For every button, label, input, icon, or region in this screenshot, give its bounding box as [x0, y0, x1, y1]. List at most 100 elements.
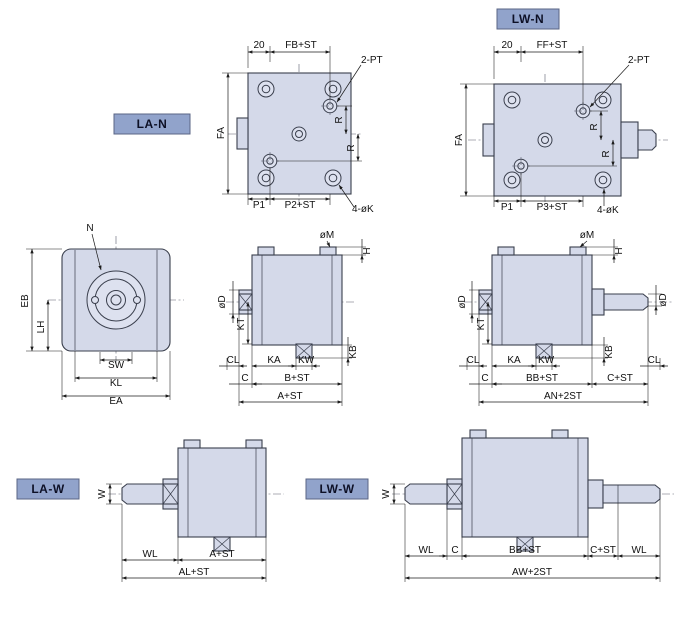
lw-w-port-boss-left [469, 429, 487, 439]
leader-la-n-2pt: 2-PT [336, 55, 383, 103]
dim-la-side-kb: KB [312, 337, 359, 366]
lw-w-right-rod [602, 484, 661, 504]
leader-lw-n-2pt: 2-PT [589, 55, 650, 108]
lw-n-rod [637, 129, 657, 151]
dim-lw-n-r: R R [528, 110, 617, 167]
dim-label-c-st: C+ST [607, 373, 633, 384]
dim-label-w: W [381, 489, 392, 499]
dim-la-w-bottom: WL A+ST AL+ST [121, 504, 267, 582]
dim-label-kw: KW [298, 355, 315, 366]
dim-label-kl: KL [110, 378, 123, 389]
dim-label-h: H [614, 247, 625, 254]
badge-la-w-label: LA-W [31, 482, 64, 496]
dim-label-w: W [97, 489, 108, 499]
leader-label-n: N [86, 223, 93, 234]
dim-la-n-bottom: P1 P2+ST [247, 168, 331, 211]
dim-lw-n-bottom: P1 P3+ST [493, 173, 584, 213]
dim-label-bb-st: BB+ST [526, 373, 558, 384]
dim-la-n-r: R R [277, 105, 362, 162]
dim-label-aw-2st: AW+2ST [512, 567, 552, 578]
lw-side-rod-flats-box [478, 293, 493, 311]
leader-la-side-om: øM [320, 230, 334, 248]
dim-label-c: C [481, 373, 488, 384]
dim-lw-side-od-right: øD [648, 285, 669, 315]
la-side-port-boss-left [257, 246, 275, 256]
dim-label-c: C [241, 373, 248, 384]
dim-label-od-left: øD [457, 295, 468, 308]
lw-side-port-boss-right [569, 246, 587, 256]
dim-label-al-st: AL+ST [179, 567, 210, 578]
view-la-side-section: øM H øD KT CL KA KW [217, 230, 373, 406]
lw-n-bolt-holes [503, 91, 612, 189]
la-w-bottom-boss-box [213, 536, 231, 552]
dim-label-h: H [362, 247, 373, 254]
la-side-rod-flats-box [238, 293, 253, 311]
dim-label-wl: WL [143, 549, 158, 560]
dim-label-kb: KB [348, 345, 359, 359]
dim-front-lh: LH [36, 299, 50, 352]
lw-w-body [461, 437, 589, 538]
lw-side-port-boss-left [497, 246, 515, 256]
lw-side-body [491, 254, 593, 346]
la-w-rod-flats-box [162, 483, 179, 505]
lw-n-rod-boss [620, 121, 639, 159]
view-la-w-side: W WL A+ST AL+ST [97, 439, 284, 582]
dim-la-n-fa: FA [216, 72, 248, 195]
dim-label-kt: KT [236, 318, 247, 331]
dim-label-r2: R [346, 144, 357, 151]
lw-n-port-holes [512, 102, 592, 175]
dim-label-ff-st: FF+ST [537, 40, 568, 51]
dim-label-r1: R [334, 116, 345, 123]
dim-la-side-bottom-rows: CL KA KW C B+ST A+ST [219, 314, 343, 406]
dim-lw-side-h: H [586, 239, 625, 263]
dim-la-side-od: øD [217, 281, 239, 323]
lw-side-rod [603, 293, 649, 311]
dim-label-p3-st: P3+ST [537, 202, 568, 213]
dim-label-fa: FA [454, 134, 465, 147]
leader-label-2pt: 2-PT [361, 55, 383, 66]
dim-label-wl-right: WL [632, 545, 647, 556]
dim-label-om: øM [580, 230, 594, 241]
la-w-port-boss-right [245, 439, 263, 449]
dim-label-a-st: A+ST [277, 391, 302, 402]
dim-label-c: C [451, 545, 458, 556]
lw-n-left-tab [482, 123, 495, 157]
dim-label-fa: FA [216, 127, 227, 140]
dim-front-ea: EA [61, 351, 171, 407]
dim-lw-w-bottom: WL C BB+ST C+ST WL AW+2ST [404, 499, 661, 582]
dim-label-eb: EB [20, 294, 31, 308]
dim-label-wl-left: WL [419, 545, 434, 556]
dim-front-kl: KL [74, 351, 158, 389]
dim-label-ea: EA [109, 396, 123, 407]
dim-label-p1: P1 [253, 200, 266, 211]
dim-label-cl-left: CL [467, 355, 480, 366]
dim-la-w-w: W [97, 483, 122, 505]
badge-lw-w: LW-W [305, 478, 369, 500]
lw-side-bottom-boss-box [535, 343, 553, 359]
leader-lw-side-om: øM [579, 230, 594, 248]
la-w-body [177, 447, 267, 538]
leader-label-2pt: 2-PT [628, 55, 650, 66]
la-side-body [251, 254, 343, 346]
dim-lw-side-kt: KT [476, 301, 492, 345]
dim-lw-n-fa: FA [454, 83, 494, 197]
la-side-port-boss-right [319, 246, 337, 256]
dim-lw-side-kb: KB [552, 337, 615, 366]
dim-front-eb: EB [20, 248, 62, 352]
leader-lw-n-4ok: 4-øK [597, 188, 619, 216]
badge-lw-n: LW-N [496, 8, 560, 30]
dim-label-an-2st: AN+2ST [544, 391, 582, 402]
dim-la-n-top: 20 FB+ST [247, 40, 331, 99]
view-lw-w-side: W WL C BB+ST C+ST WL AW+2ST [381, 429, 674, 582]
badge-la-n-label: LA-N [137, 117, 168, 131]
dim-label-20: 20 [253, 40, 265, 51]
dim-label-sw: SW [108, 360, 125, 371]
lw-w-rod-flats-box [446, 483, 463, 505]
lw-side-right-tab [591, 288, 605, 316]
view-front: N EB LH SW KL EA [20, 223, 184, 407]
dim-la-side-kt: KT [236, 301, 252, 345]
badge-lw-n-label: LW-N [512, 12, 544, 26]
dim-lw-n-top: 20 FF+ST [493, 40, 584, 104]
